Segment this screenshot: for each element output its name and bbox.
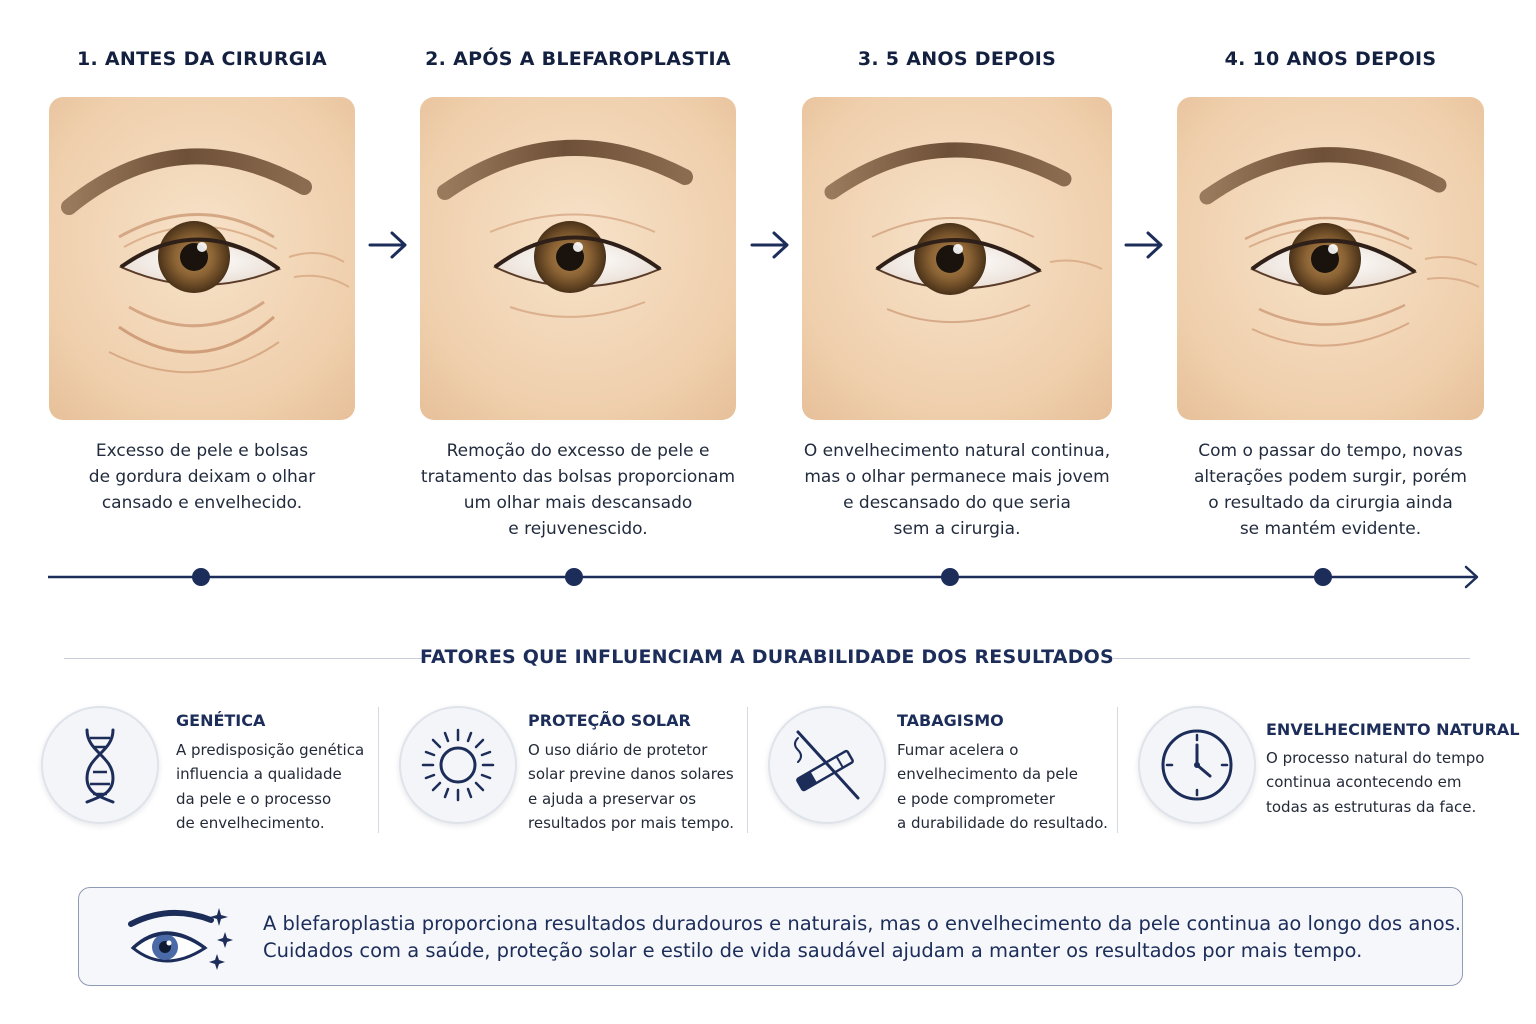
caption-line: um olhar mais descansado [463, 493, 693, 513]
eye-sparkle-icon [128, 908, 233, 970]
heading-rule-left [64, 658, 422, 659]
factor-text-line: de envelhecimento. [176, 813, 325, 832]
stage-1-title: 1. ANTES DA CIRURGIA [76, 48, 328, 70]
factor-text-genetica: A predisposição genética influencia a qu… [176, 738, 364, 835]
arrow-right-icon [1124, 231, 1163, 259]
stage-3-title: 3. 5 ANOS DEPOIS [857, 48, 1057, 70]
stage-4-caption: Com o passar do tempo, novas alterações … [1167, 438, 1494, 542]
stage-3-eye-photo [802, 97, 1112, 420]
clock-icon [1138, 706, 1256, 824]
caption-line: sem a cirurgia. [893, 519, 1021, 539]
timeline-dot [1314, 568, 1332, 586]
heading-rule-right [1113, 658, 1470, 659]
factor-text-line: todas as estruturas da face. [1266, 797, 1477, 816]
caption-line: de gordura deixam o olhar [88, 467, 316, 487]
summary-line: A blefaroplastia proporciona resultados … [263, 912, 1462, 935]
factor-title-genetica: GENÉTICA [176, 711, 266, 730]
stage-4-title: 4. 10 ANOS DEPOIS [1224, 48, 1437, 70]
stage-1-eye-photo [49, 97, 355, 420]
factor-text-line: influencia a qualidade [176, 765, 342, 784]
summary-text: A blefaroplastia proporciona resultados … [263, 910, 1461, 964]
factor-title-envelhecimento-natural: ENVELHECIMENTO NATURAL [1266, 720, 1520, 739]
timeline-dot [565, 568, 583, 586]
factor-text-line: da pele e o processo [176, 789, 332, 808]
caption-line: tratamento das bolsas proporcionam [420, 467, 736, 487]
sun-icon [399, 706, 517, 824]
caption-line: mas o olhar permanece mais jovem [804, 467, 1110, 487]
stage-3-caption: O envelhecimento natural continua, mas o… [792, 438, 1122, 542]
factors-heading: FATORES QUE INFLUENCIAM A DURABILIDADE D… [64, 644, 1470, 674]
timeline-dot [941, 568, 959, 586]
factor-text-tabagismo: Fumar acelera o envelhecimento da pele e… [897, 738, 1108, 835]
factor-text-line: O uso diário de protetor [528, 741, 708, 759]
stage-2-title: 2. APÓS A BLEFAROPLASTIA [425, 48, 731, 70]
no-smoking-icon [768, 706, 886, 824]
timeline-arrowhead-icon [1464, 565, 1479, 589]
factor-title-protecao-solar: PROTEÇÃO SOLAR [528, 711, 691, 730]
summary-line: Cuidados com a saúde, proteção solar e e… [263, 939, 1363, 962]
caption-line: Excesso de pele e bolsas [95, 441, 309, 461]
factor-title-tabagismo: TABAGISMO [897, 711, 1004, 730]
factor-text-line: Fumar acelera o [897, 741, 1019, 759]
factor-text-line: e ajuda a preservar os [528, 789, 697, 808]
factor-text-protecao-solar: O uso diário de protetor solar previne d… [528, 738, 734, 835]
factor-text-line: resultados por mais tempo. [528, 813, 735, 832]
stage-1-caption: Excesso de pele e bolsas de gordura deix… [49, 438, 355, 516]
caption-line: e descansado do que seria [843, 493, 1071, 513]
caption-line: Remoção do excesso de pele e [446, 441, 710, 461]
factor-text-line: O processo natural do tempo [1266, 749, 1485, 767]
arrow-right-icon [368, 231, 407, 259]
caption-line: Com o passar do tempo, novas [1198, 441, 1463, 461]
caption-line: cansado e envelhecido. [101, 493, 303, 513]
factor-text-line: continua acontecendo em [1266, 773, 1462, 792]
factor-text-line: A predisposição genética [176, 741, 365, 759]
caption-line: O envelhecimento natural continua, [803, 441, 1111, 461]
factor-text-line: e pode comprometer [897, 789, 1055, 808]
stage-2-eye-photo [420, 97, 736, 420]
factor-divider [747, 707, 748, 833]
dna-icon [41, 706, 159, 824]
summary-note: A blefaroplastia proporciona resultados … [78, 887, 1463, 986]
caption-line: o resultado da cirurgia ainda [1208, 493, 1453, 513]
factor-text-line: envelhecimento da pele [897, 765, 1078, 784]
factors-title: FATORES QUE INFLUENCIAM A DURABILIDADE D… [420, 646, 1114, 668]
factor-divider [1117, 707, 1118, 833]
factor-text-line: a durabilidade do resultado. [897, 813, 1108, 832]
caption-line: se mantém evidente. [1239, 519, 1422, 539]
arrow-right-icon [750, 231, 789, 259]
factor-divider [378, 707, 379, 833]
stage-4-eye-photo [1177, 97, 1484, 420]
stage-2-caption: Remoção do excesso de pele e tratamento … [410, 438, 746, 542]
factor-text-line: solar previne danos solares [528, 765, 734, 784]
caption-line: e rejuvenescido. [508, 519, 648, 539]
factor-text-envelhecimento-natural: O processo natural do tempo continua aco… [1266, 746, 1484, 819]
caption-line: alterações podem surgir, porém [1193, 467, 1467, 487]
timeline [48, 565, 1479, 589]
timeline-dot [192, 568, 210, 586]
